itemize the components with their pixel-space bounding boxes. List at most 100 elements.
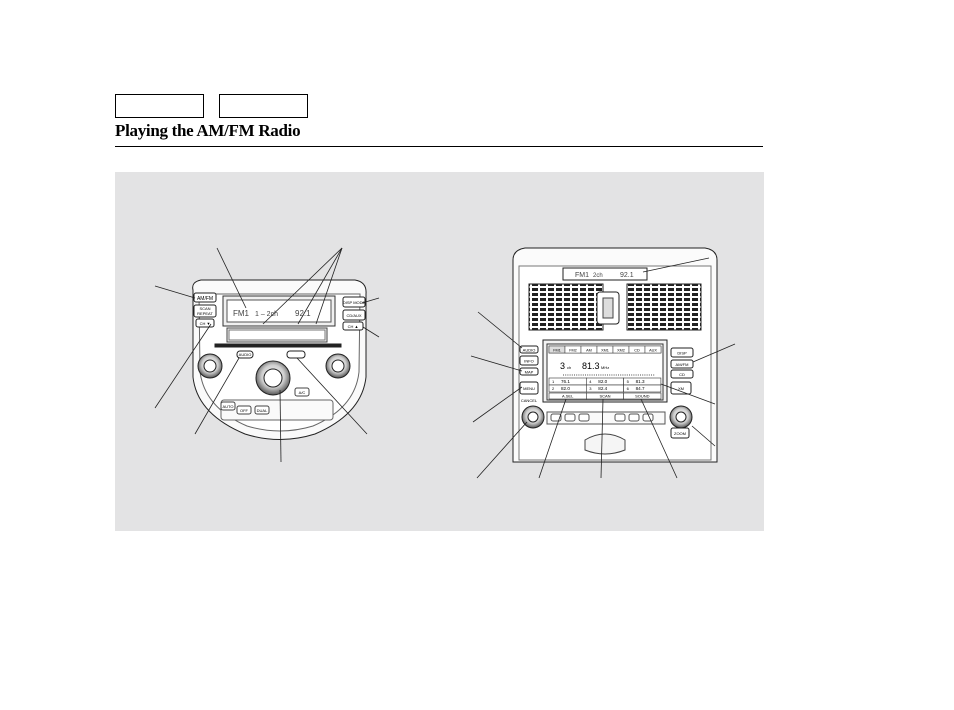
left-audio-unit: [192, 279, 367, 440]
screen-tab-fm2[interactable]: FM2: [564, 345, 582, 354]
left-audio-button[interactable]: AUDIO: [236, 350, 254, 359]
right-menu-button[interactable]: MENU: [519, 381, 539, 395]
left-ch-up-button[interactable]: CH ▲: [342, 321, 364, 331]
svg-text:2ch: 2ch: [593, 273, 603, 279]
right-disp-button[interactable]: DISP: [670, 347, 694, 358]
left-disp-mode-button[interactable]: DISP MODE: [342, 296, 366, 308]
right-am-fm-button[interactable]: AM/FM: [670, 359, 694, 369]
screen-tab-xm2[interactable]: XM2: [612, 345, 630, 354]
right-xm-button[interactable]: XM: [670, 381, 692, 395]
svg-text:A/C: A/C: [299, 390, 306, 395]
svg-text:MENU: MENU: [523, 386, 535, 391]
right-top-display: FM1 2ch 92.1: [562, 267, 648, 281]
left-cd-aux-button[interactable]: CD/AUX: [342, 309, 366, 321]
right-map-button[interactable]: MAP: [519, 367, 539, 376]
svg-text:MAP: MAP: [525, 370, 534, 375]
svg-text:INFO: INFO: [524, 359, 534, 364]
svg-text:82.0: 82.0: [598, 379, 607, 384]
svg-text:AUX: AUX: [649, 348, 657, 352]
left-ac-button[interactable]: A/C: [294, 387, 310, 397]
softkey-asel[interactable]: A.SEL: [548, 392, 587, 400]
svg-text:5: 5: [627, 379, 630, 384]
left-auto-button[interactable]: AUTO: [220, 401, 236, 411]
svg-text:76.1: 76.1: [561, 379, 570, 384]
left-display-band: FM1: [233, 309, 250, 318]
svg-text:CH ▲: CH ▲: [348, 324, 359, 329]
screen-tab-aux[interactable]: AUX: [644, 345, 662, 354]
screen-tab-cd[interactable]: CD: [628, 345, 646, 354]
svg-text:AUDIO: AUDIO: [523, 348, 536, 353]
svg-text:AUDIO: AUDIO: [239, 352, 252, 357]
left-tuning-button[interactable]: [286, 350, 306, 359]
screen-channel-suffix: ch: [567, 365, 571, 370]
svg-text:DISP: DISP: [677, 351, 687, 356]
svg-text:81.3: 81.3: [636, 379, 645, 384]
svg-text:XM: XM: [678, 386, 684, 391]
svg-text:OFF: OFF: [240, 408, 249, 413]
right-nav-small-buttons[interactable]: [550, 413, 654, 422]
svg-text:AUTO: AUTO: [222, 404, 233, 409]
screen-tab-xm1[interactable]: XM1: [596, 345, 614, 354]
screen-tab-fm1[interactable]: FM1: [548, 345, 566, 354]
right-cd-button[interactable]: CD: [670, 369, 694, 379]
svg-text:2: 2: [552, 386, 555, 391]
softkey-scan[interactable]: SCAN: [586, 392, 624, 400]
svg-text:XM2: XM2: [617, 348, 625, 352]
screen-channel: 3: [560, 361, 565, 371]
svg-text:FM1: FM1: [575, 272, 589, 279]
svg-text:AM/FM: AM/FM: [197, 296, 213, 302]
svg-text:6: 6: [627, 386, 630, 391]
left-scan-repeat-button[interactable]: SCAN REPEAT: [193, 304, 217, 318]
svg-text:DISP MODE: DISP MODE: [343, 300, 366, 305]
right-info-button[interactable]: INFO: [519, 355, 539, 366]
right-callout-lines: [470, 257, 736, 479]
svg-text:3: 3: [589, 386, 592, 391]
left-display-frequency: 92.1: [295, 309, 311, 318]
svg-text:REPEAT: REPEAT: [197, 311, 213, 316]
nav-button-previous[interactable]: [115, 94, 204, 118]
nav-button-next[interactable]: [219, 94, 308, 118]
svg-text:CD: CD: [679, 372, 685, 377]
svg-text:ZOOM: ZOOM: [674, 431, 686, 436]
screen-softkey-row: A.SEL SCAN SOUND: [548, 392, 662, 400]
svg-text:SCAN: SCAN: [199, 306, 210, 311]
svg-text:FM1: FM1: [553, 348, 561, 352]
left-off-button[interactable]: OFF: [236, 405, 252, 415]
svg-text:A.SEL: A.SEL: [562, 394, 574, 399]
svg-text:FM2: FM2: [569, 348, 577, 352]
radio-illustration: AM/FM SCAN REPEAT CH ▼ DISP MODE CD/AUX …: [115, 172, 764, 531]
left-ch-down-button[interactable]: CH ▼: [195, 318, 215, 328]
svg-text:84.7: 84.7: [636, 386, 645, 391]
softkey-sound[interactable]: SOUND: [623, 392, 662, 400]
svg-text:82.0: 82.0: [561, 386, 570, 391]
screen-tab-am[interactable]: AM: [580, 345, 598, 354]
svg-text:1: 1: [552, 379, 555, 384]
left-dual-button[interactable]: DUAL: [254, 405, 270, 415]
illustration-canvas: AM/FM SCAN REPEAT CH ▼ DISP MODE CD/AUX …: [154, 247, 736, 479]
svg-text:4: 4: [589, 379, 592, 384]
right-audio-button[interactable]: AUDIO: [519, 345, 539, 354]
svg-text:CD: CD: [634, 348, 640, 352]
left-callout-lines: [154, 247, 380, 463]
left-am-fm-button[interactable]: AM/FM: [193, 292, 217, 303]
svg-text:92.1: 92.1: [620, 272, 634, 279]
svg-text:CD/AUX: CD/AUX: [346, 313, 361, 318]
screen-frequency: 81.3: [582, 361, 600, 371]
svg-text:SCAN: SCAN: [599, 394, 610, 399]
right-zoom-button[interactable]: ZOOM: [670, 427, 690, 439]
svg-text:CH ▼: CH ▼: [200, 321, 211, 326]
svg-text:CANCEL: CANCEL: [521, 398, 538, 403]
svg-text:AM/FM: AM/FM: [676, 362, 689, 367]
left-display-preset: 1 – 2ch: [255, 311, 278, 318]
title-divider: [115, 146, 763, 147]
right-cancel-button[interactable]: CANCEL: [521, 398, 538, 403]
page-title: Playing the AM/FM Radio: [115, 121, 301, 140]
